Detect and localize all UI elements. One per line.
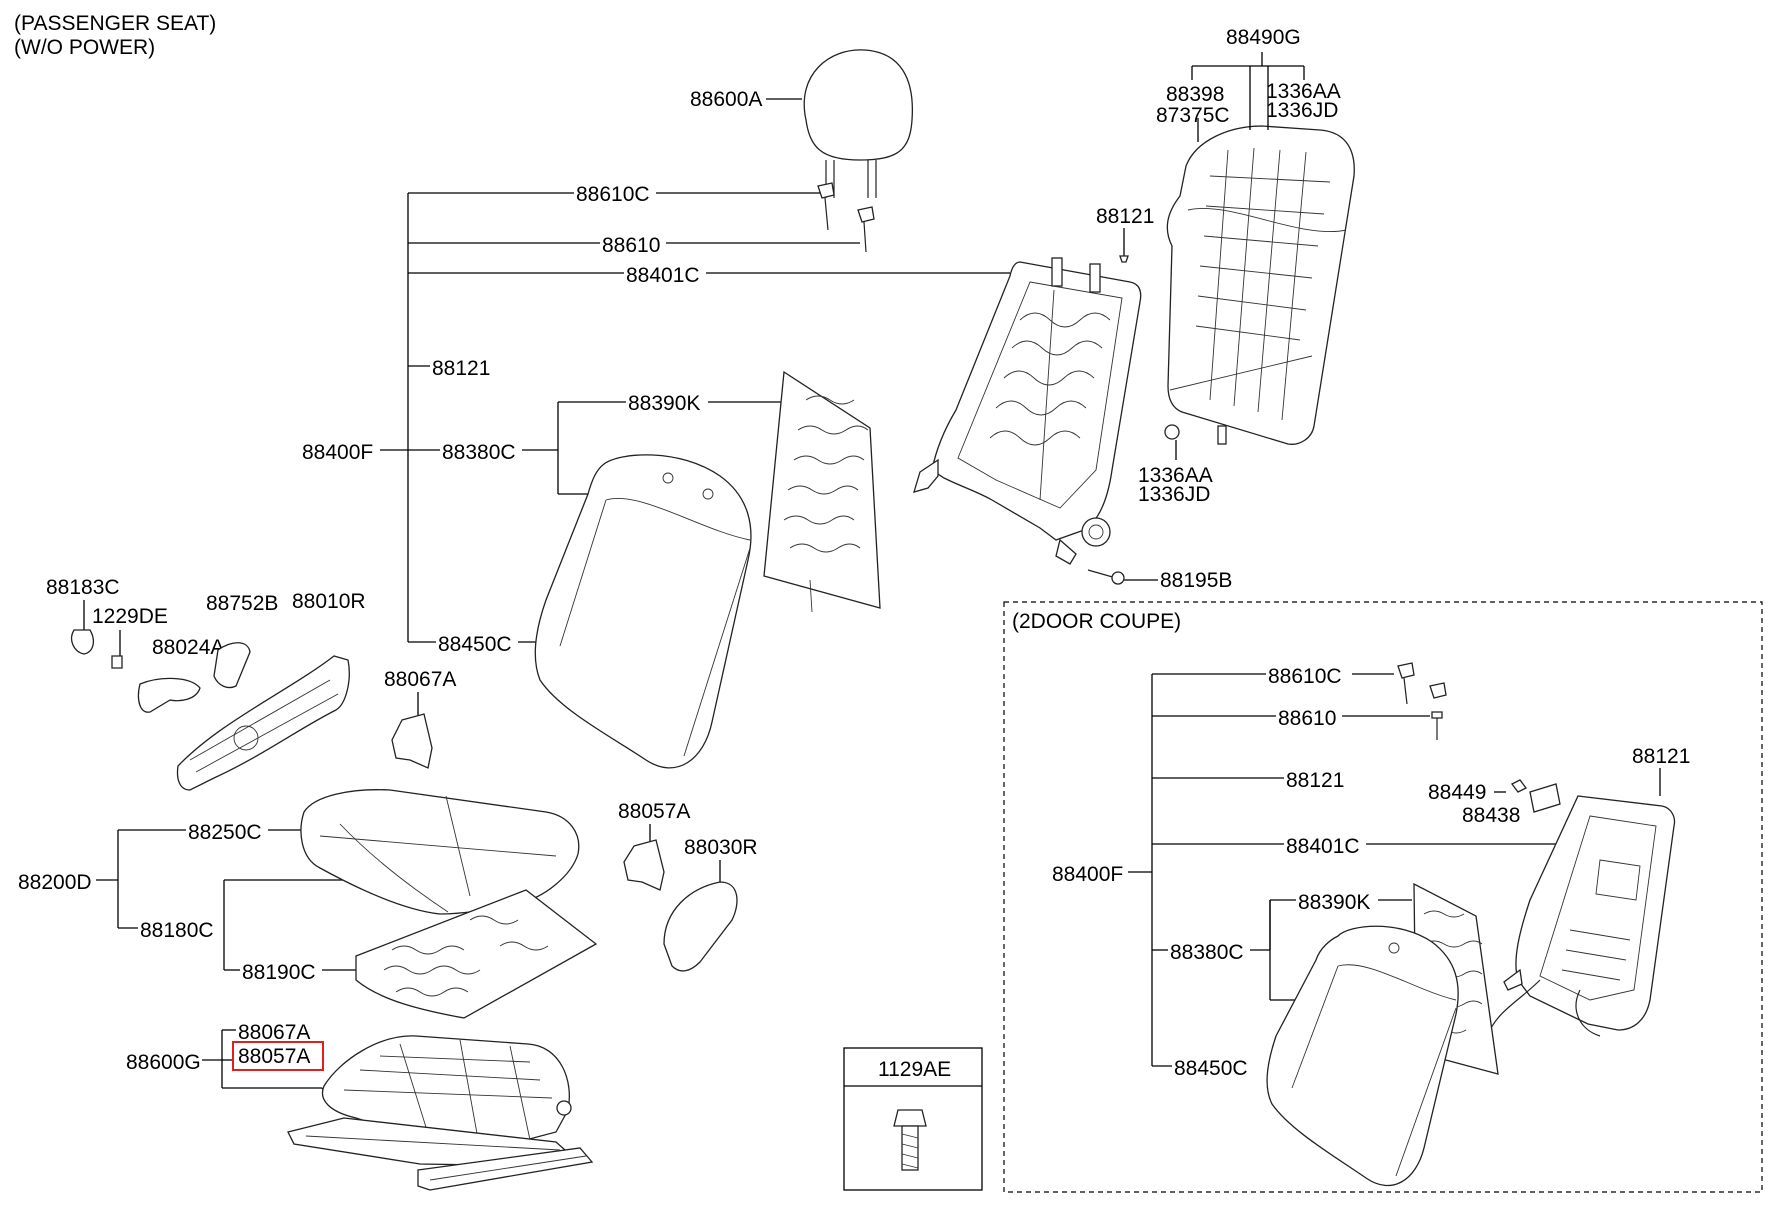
label-88380C[interactable]: 88380C [442, 441, 516, 464]
seat-cushion-illustration [300, 789, 580, 915]
fastener-box-part-number[interactable]: 1129AE [878, 1058, 951, 1081]
coupe-label-88610[interactable]: 88610 [1278, 707, 1336, 730]
coupe-label-88390K[interactable]: 88390K [1298, 891, 1370, 914]
side-trim-illustration [70, 629, 350, 791]
label-88401C[interactable]: 88401C [626, 264, 700, 287]
coupe-label-88400F[interactable]: 88400F [1052, 863, 1123, 886]
coupe-label-88450C[interactable]: 88450C [1174, 1057, 1248, 1080]
cushion-heater-mat-illustration [355, 889, 598, 1019]
trim-88030R-illustration [663, 881, 738, 972]
label-88190C[interactable]: 88190C [242, 961, 316, 984]
label-1336JD-bottom[interactable]: 1336JD [1138, 483, 1210, 506]
coupe-headrest-guides-illustration [1397, 662, 1447, 740]
label-88398[interactable]: 88398 [1166, 83, 1224, 106]
bolt-88195B-illustration [1087, 569, 1125, 585]
label-88752B[interactable]: 88752B [206, 592, 278, 615]
back-panel-illustration [1164, 125, 1355, 445]
label-88600A[interactable]: 88600A [690, 88, 762, 111]
tree-coupe-88400F [1128, 673, 1566, 1067]
label-88030R[interactable]: 88030R [684, 836, 758, 859]
tree-88400F [380, 192, 1010, 643]
tree-88490G [1191, 52, 1305, 142]
bracket-88057A-illustration [623, 839, 665, 891]
label-88200D[interactable]: 88200D [18, 871, 92, 894]
label-1229DE[interactable]: 1229DE [92, 605, 168, 628]
label-88180C[interactable]: 88180C [140, 919, 214, 942]
seat-back-cover-illustration [534, 454, 752, 769]
label-88450C[interactable]: 88450C [438, 633, 512, 656]
label-1336AA-bottom[interactable]: 1336AA [1138, 464, 1213, 487]
label-88610C[interactable]: 88610C [576, 183, 650, 206]
label-88390K[interactable]: 88390K [628, 392, 700, 415]
header-passenger-seat: (PASSENGER SEAT) [14, 12, 216, 35]
fastener-box [843, 1047, 983, 1191]
coupe-label-88121[interactable]: 88121 [1286, 769, 1344, 792]
coupe-section-border [1003, 601, 1763, 1193]
label-88121-left[interactable]: 88121 [432, 357, 490, 380]
label-88250C[interactable]: 88250C [188, 821, 262, 844]
back-heater-mat-illustration [763, 370, 881, 613]
seat-track-illustration [287, 1035, 594, 1191]
seat-back-frame-illustration [913, 257, 1142, 565]
label-88010R[interactable]: 88010R [292, 590, 366, 613]
label-88067A-low[interactable]: 88067A [238, 1021, 310, 1044]
label-88610[interactable]: 88610 [602, 234, 660, 257]
label-88490G[interactable]: 88490G [1226, 26, 1301, 49]
headrest-guide-illustration [817, 182, 875, 253]
coupe-label-88449[interactable]: 88449 [1428, 781, 1486, 804]
label-88067A-mid[interactable]: 88067A [384, 668, 456, 691]
coupe-seat-back-cover-illustration [1266, 925, 1459, 1187]
label-87375C[interactable]: 87375C [1156, 104, 1230, 127]
coupe-label-88121-frame[interactable]: 88121 [1632, 745, 1690, 768]
coupe-label-88380C[interactable]: 88380C [1170, 941, 1244, 964]
headrest-illustration [803, 49, 914, 198]
highlight-88057A [232, 1041, 324, 1071]
label-88057A-mid[interactable]: 88057A [618, 800, 690, 823]
clip-88121 [1119, 255, 1129, 263]
coupe-section-title: (2DOOR COUPE) [1012, 610, 1181, 633]
label-1336AA-top[interactable]: 1336AA [1266, 80, 1341, 103]
label-88183C[interactable]: 88183C [46, 576, 120, 599]
label-88600G[interactable]: 88600G [126, 1051, 201, 1074]
coupe-label-88610C[interactable]: 88610C [1268, 665, 1342, 688]
header-without-power: (W/O POWER) [14, 36, 155, 59]
label-88024A[interactable]: 88024A [152, 636, 224, 659]
label-88121-frame[interactable]: 88121 [1096, 205, 1154, 228]
label-88195B[interactable]: 88195B [1160, 569, 1232, 592]
label-88057A-low[interactable]: 88057A [238, 1045, 310, 1068]
label-1336JD-top[interactable]: 1336JD [1266, 99, 1338, 122]
coupe-label-88401C[interactable]: 88401C [1286, 835, 1360, 858]
bracket-88067A-illustration [391, 713, 433, 769]
coupe-label-88438[interactable]: 88438 [1462, 804, 1520, 827]
label-88400F[interactable]: 88400F [302, 441, 373, 464]
